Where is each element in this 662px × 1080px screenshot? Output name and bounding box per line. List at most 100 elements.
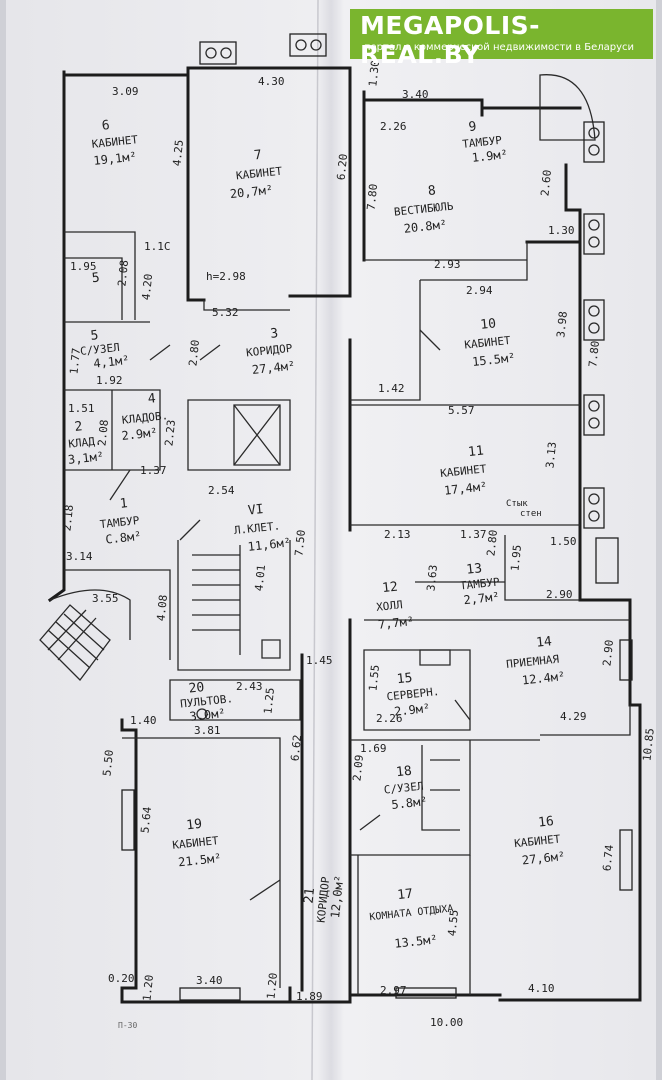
room-4-label: 4 КЛАДОВ. 2.9м² [121,391,169,443]
svg-text:П-30: П-30 [118,1021,137,1030]
svg-text:7.80: 7.80 [586,340,602,368]
svg-text:20,7м²: 20,7м² [229,183,274,201]
svg-text:4.01: 4.01 [252,564,268,592]
svg-text:3.63: 3.63 [424,564,440,592]
svg-text:1.9м²: 1.9м² [471,147,508,165]
site-banner[interactable]: MEGAPOLIS-REAL.BY портал о коммерческой … [350,9,653,69]
svg-text:ТАМБУР: ТАМБУР [99,514,140,531]
svg-text:2.09: 2.09 [350,754,366,782]
svg-text:3.81: 3.81 [194,724,221,737]
svg-text:21.5м²: 21.5м² [177,851,222,869]
svg-text:стен: стен [520,509,542,519]
svg-text:2.9м²: 2.9м² [393,701,430,719]
svg-text:13: 13 [466,561,483,578]
svg-text:27,4м²: 27,4м² [251,358,296,376]
svg-text:КАБИНЕТ: КАБИНЕТ [235,165,283,183]
svg-text:1: 1 [119,496,128,512]
walls [47,66,642,1004]
svg-text:h=2.98: h=2.98 [206,270,246,283]
svg-text:7.50: 7.50 [292,529,308,557]
svg-text:17: 17 [397,887,414,904]
room-14-label: 14 ПРИЕМНАЯ 12.4м² [506,634,566,687]
svg-text:2.9м²: 2.9м² [121,425,158,443]
svg-text:15: 15 [396,671,413,688]
svg-text:1.25: 1.25 [261,687,277,715]
svg-text:2.94: 2.94 [466,284,493,297]
svg-text:3,1м²: 3,1м² [67,449,104,467]
svg-text:1.77: 1.77 [67,347,83,375]
svg-text:1.45: 1.45 [306,654,333,667]
svg-text:12,0м²: 12,0м² [328,874,346,919]
svg-text:1.30: 1.30 [548,224,575,237]
svg-text:2.43: 2.43 [236,680,263,693]
svg-text:КАБИНЕТ: КАБИНЕТ [440,462,488,480]
svg-text:2.60: 2.60 [538,169,554,197]
svg-text:7.80: 7.80 [365,183,381,211]
svg-text:27,6м²: 27,6м² [521,849,566,867]
room-20-label: 20 ПУЛЬТОВ. 3.0м² [180,680,234,724]
svg-text:КАБИНЕТ: КАБИНЕТ [172,834,220,852]
svg-text:КЛАД.: КЛАД. [68,434,102,450]
svg-text:С/УЗЕЛ: С/УЗЕЛ [79,341,120,358]
svg-text:4.25: 4.25 [170,139,186,167]
svg-text:С.8м²: С.8м² [105,529,142,547]
banner-brand[interactable]: MEGAPOLIS-REAL.BY [360,11,541,69]
svg-text:3.0м²: 3.0м² [189,706,226,724]
svg-text:6.62: 6.62 [288,734,304,762]
svg-text:2.23: 2.23 [162,419,178,447]
svg-text:2.26: 2.26 [380,120,407,133]
svg-text:1.20: 1.20 [140,974,156,1002]
paper-fold [311,0,319,1080]
svg-text:11,6м²: 11,6м² [247,535,292,553]
svg-text:ВЕСТИБЮЛЬ: ВЕСТИБЮЛЬ [393,200,454,219]
svg-text:2.93: 2.93 [434,258,461,271]
svg-text:СЕРВЕРН.: СЕРВЕРН. [386,685,440,703]
svg-text:5.50: 5.50 [100,749,116,777]
svg-text:КАБИНЕТ: КАБИНЕТ [464,334,512,352]
svg-text:13.5м²: 13.5м² [394,932,439,950]
svg-text:1.42: 1.42 [378,382,405,395]
room-18-label: 18 С/УЗЕЛ 5.8м² [383,764,428,812]
svg-text:1.95: 1.95 [508,544,524,572]
svg-text:16: 16 [537,814,554,831]
svg-text:5: 5 [91,271,100,287]
windows [121,33,633,1001]
room-19-label: 19 КАБИНЕТ 21.5м² [172,817,222,870]
svg-text:КОРИДОР: КОРИДОР [246,342,294,360]
svg-text:21: 21 [302,887,319,904]
svg-text:2.13: 2.13 [384,528,411,541]
svg-text:ПРИЕМНАЯ: ПРИЕМНАЯ [506,653,560,672]
room-21-label: 21 КОРИДОР 12,0м² [302,874,347,923]
room-6-label: 6 КАБИНЕТ 19,1м² [91,118,139,168]
svg-text:3: 3 [270,326,279,342]
room-5-label: 5 С/УЗЕЛ 4,1м² [79,328,130,371]
dimension-labels: 3.09 4.30 1.30 3.40 2.26 4.25 6.20 2.60 … [60,60,656,1030]
svg-text:14: 14 [535,634,552,651]
svg-text:2.26: 2.26 [376,712,403,725]
interior-partitions [39,74,631,995]
svg-text:6.74: 6.74 [600,844,616,872]
room-labels: 6 КАБИНЕТ 19,1м² 7 КАБИНЕТ 20,7м² 8 ВЕСТ… [67,118,566,951]
svg-text:1.50: 1.50 [550,535,577,548]
svg-text:VI: VI [247,502,264,519]
svg-text:3.98: 3.98 [554,311,570,339]
svg-text:3.14: 3.14 [66,550,93,563]
svg-text:ХОЛЛ: ХОЛЛ [376,598,404,614]
svg-text:10.85: 10.85 [640,728,656,762]
room-15-label: 15 СЕРВЕРН. 2.9м² [386,671,440,719]
svg-text:1.92: 1.92 [96,374,123,387]
room-10-label: 10 КАБИНЕТ 15.5м² [464,316,516,369]
svg-text:6.20: 6.20 [335,153,351,181]
svg-text:2.80: 2.80 [186,339,202,367]
svg-text:2,7м²: 2,7м² [463,590,500,608]
svg-text:9: 9 [468,119,477,135]
svg-text:2.08: 2.08 [115,259,131,287]
svg-text:4.10: 4.10 [528,982,555,995]
svg-text:12: 12 [381,580,398,597]
svg-text:3.13: 3.13 [543,441,559,469]
svg-text:ТАМБУР: ТАМБУР [459,575,500,592]
svg-text:2.54: 2.54 [208,484,235,497]
room-3-label: 3 КОРИДОР 27,4м² [246,326,296,377]
room-1-label: 1 ТАМБУР С.8м² [99,496,142,547]
